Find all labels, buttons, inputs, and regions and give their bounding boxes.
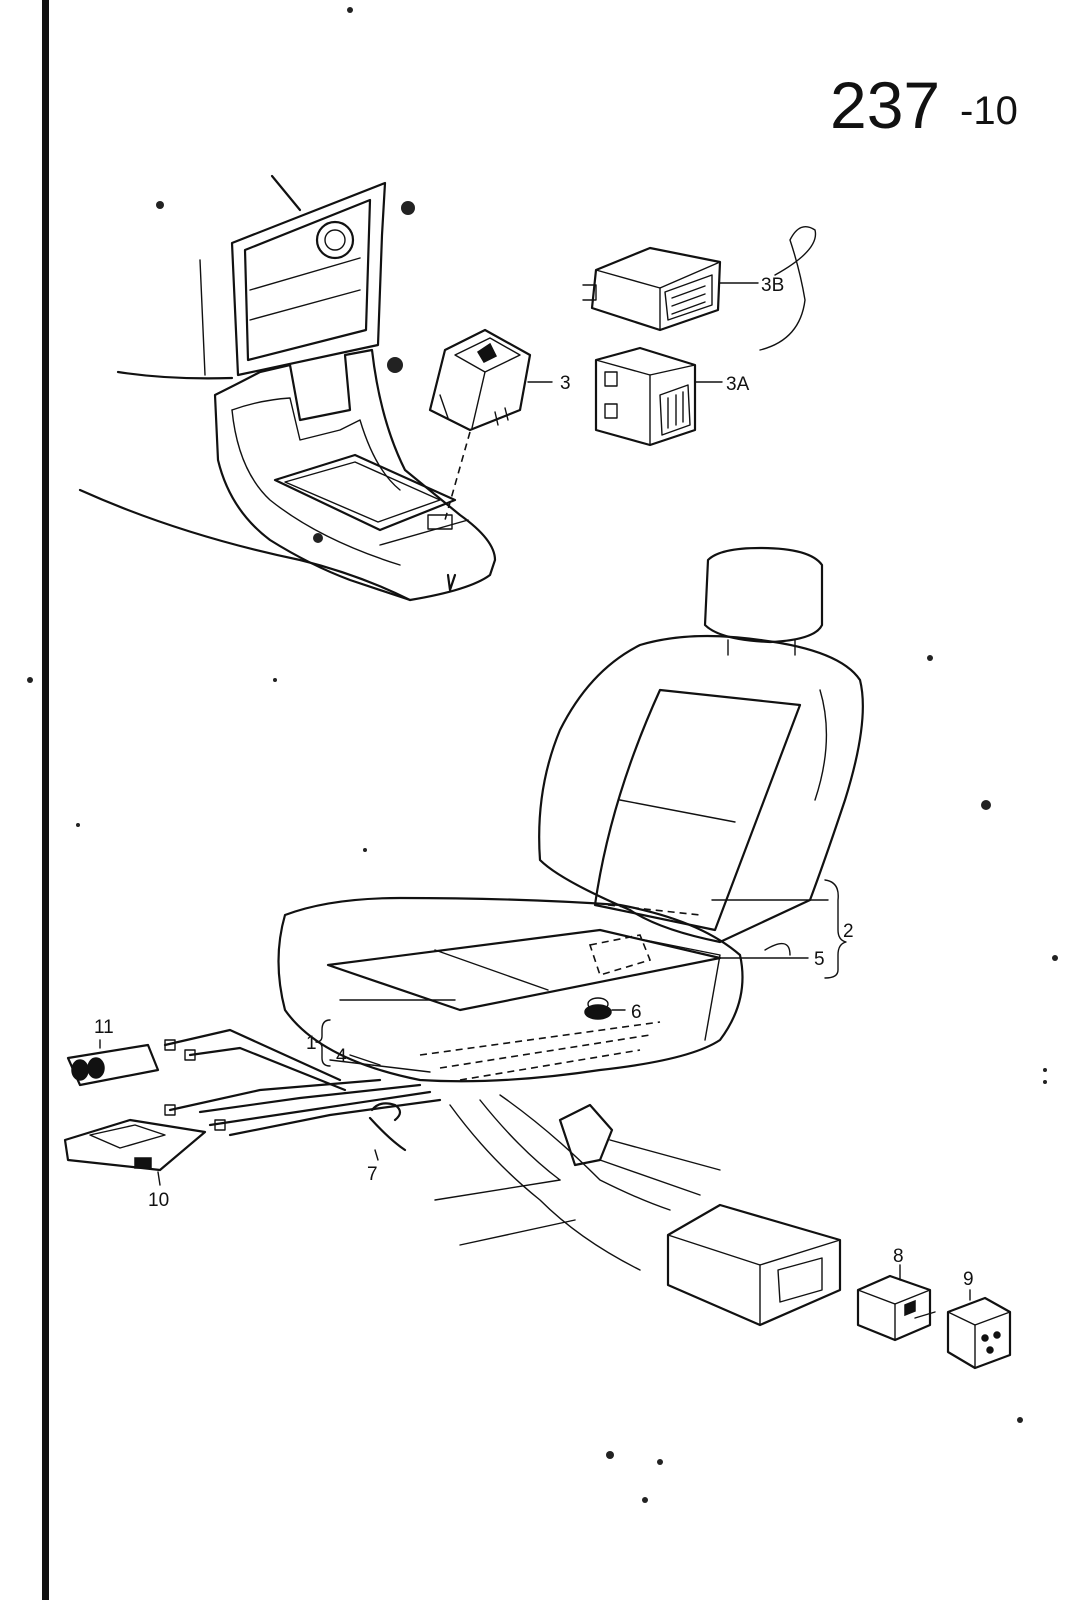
seat-rails-illustration — [434, 1094, 842, 1327]
callout-3a: 3A — [726, 374, 750, 395]
seat-illustration — [277, 546, 864, 1083]
relay-plate-9 — [946, 1289, 1012, 1370]
relay-8 — [856, 1264, 936, 1342]
callout-10: 10 — [148, 1190, 169, 1211]
binding-edge — [42, 0, 49, 1600]
grommet-6 — [584, 997, 626, 1020]
page-number-suffix: -10 — [960, 89, 1018, 133]
callout-4: 4 — [336, 1046, 347, 1067]
heated-seat-switch-3 — [428, 328, 553, 521]
callout-8: 8 — [893, 1246, 904, 1267]
thumbwheel-switch-3b — [582, 226, 817, 351]
callout-3b: 3B — [761, 275, 784, 296]
rotary-switch-3a — [594, 346, 723, 447]
cable-clip-7 — [368, 1102, 407, 1161]
wiring-harness — [163, 1028, 442, 1137]
callout-1: 1 — [306, 1033, 317, 1054]
leader-lines — [315, 879, 847, 1067]
callout-2: 2 — [843, 921, 854, 942]
callout-9: 9 — [963, 1269, 974, 1290]
callout-7: 7 — [367, 1164, 378, 1185]
connector-11 — [66, 1039, 160, 1087]
page-number: 237 — [830, 68, 940, 142]
callout-3: 3 — [560, 373, 571, 394]
callout-6: 6 — [631, 1002, 642, 1023]
callout-11: 11 — [94, 1017, 114, 1038]
callout-5: 5 — [814, 949, 825, 970]
center-console-illustration — [78, 174, 497, 602]
control-unit-10 — [63, 1118, 207, 1186]
scan-noise — [27, 7, 1058, 1503]
